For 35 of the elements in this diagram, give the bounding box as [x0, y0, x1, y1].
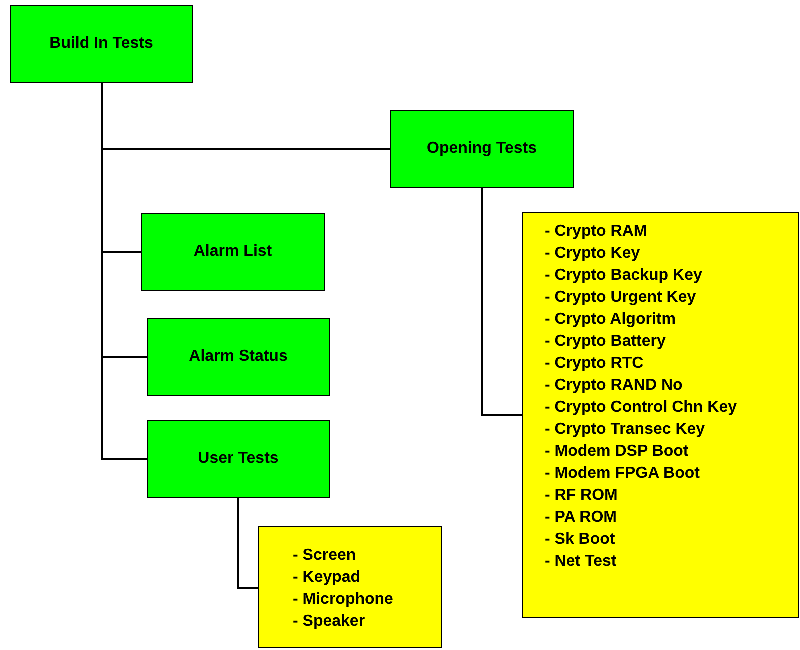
list-item: - Crypto Key	[545, 244, 640, 264]
connector-line	[237, 498, 258, 589]
box-label: Alarm Status	[189, 347, 288, 367]
list-item: - Crypto Battery	[545, 332, 666, 352]
list-item: - Net Test	[545, 552, 617, 572]
process-box	[147, 420, 330, 498]
list-item: - Crypto RAM	[545, 222, 648, 242]
connector-line	[481, 188, 522, 416]
process-box	[390, 110, 574, 188]
list-item: - Modem FPGA Boot	[545, 464, 700, 484]
connector-line	[101, 83, 147, 460]
list-item: - Crypto Urgent Key	[545, 288, 696, 308]
list-item: - Modem DSP Boot	[545, 442, 689, 462]
box-label: Alarm List	[194, 242, 272, 262]
list-box	[522, 212, 799, 618]
process-box	[10, 5, 193, 83]
list-item: - Microphone	[293, 590, 394, 610]
process-box	[147, 318, 330, 396]
list-item: - PA ROM	[545, 508, 617, 528]
list-item: - Crypto Backup Key	[545, 266, 702, 286]
list-item: - RF ROM	[545, 486, 618, 506]
list-item: - Screen	[293, 546, 356, 566]
list-item: - Speaker	[293, 612, 366, 632]
list-item: - Crypto Algoritm	[545, 310, 676, 330]
process-box	[141, 213, 325, 291]
list-item: - Crypto RTC	[545, 354, 644, 374]
list-item: - Crypto Control Chn Key	[545, 398, 737, 418]
box-label: Build In Tests	[50, 34, 154, 54]
box-label: User Tests	[198, 449, 279, 469]
list-item: - Crypto Transec Key	[545, 420, 706, 440]
box-label: Opening Tests	[427, 139, 537, 159]
list-item: - Sk Boot	[545, 530, 616, 550]
list-box	[258, 526, 442, 648]
list-item: - Crypto RAND No	[545, 376, 683, 396]
list-item: - Keypad	[293, 568, 361, 588]
